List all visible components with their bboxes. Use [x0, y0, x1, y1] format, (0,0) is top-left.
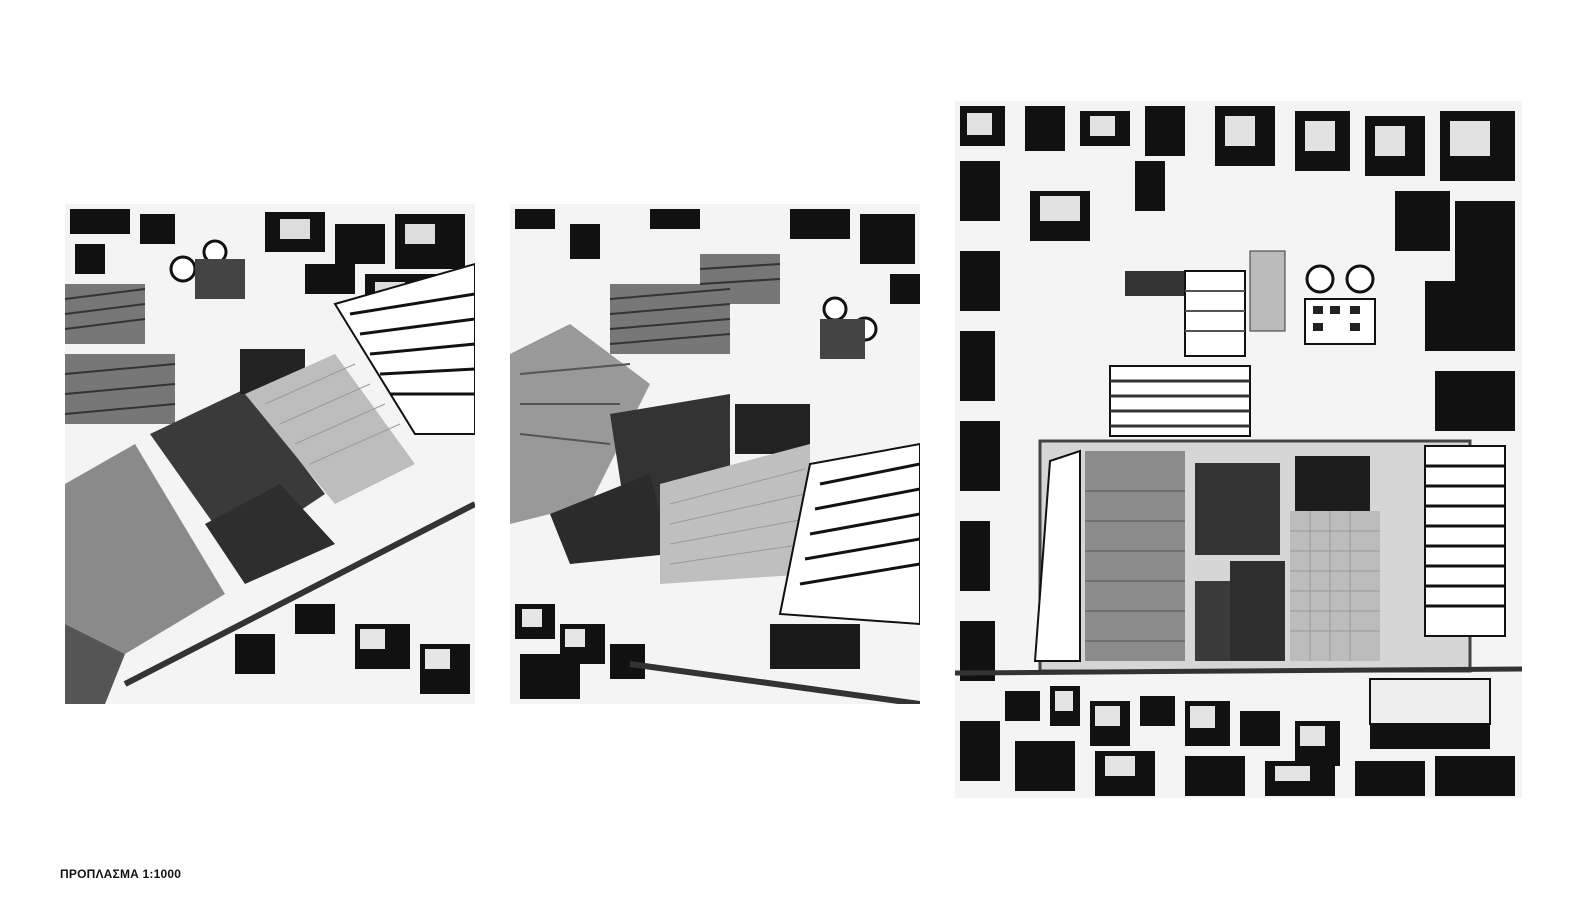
model-scale-caption: ΠΡΟΠΛΑΣΜΑ 1:1000: [60, 867, 182, 881]
model-photo-oblique-1-image: [65, 204, 475, 704]
model-photo-oblique-2-image: [510, 204, 920, 704]
model-photo-oblique-2: [510, 204, 920, 704]
model-photo-top-view-image: [955, 101, 1522, 798]
model-photo-top-view: [955, 101, 1522, 798]
model-photo-oblique-1: [65, 204, 475, 704]
